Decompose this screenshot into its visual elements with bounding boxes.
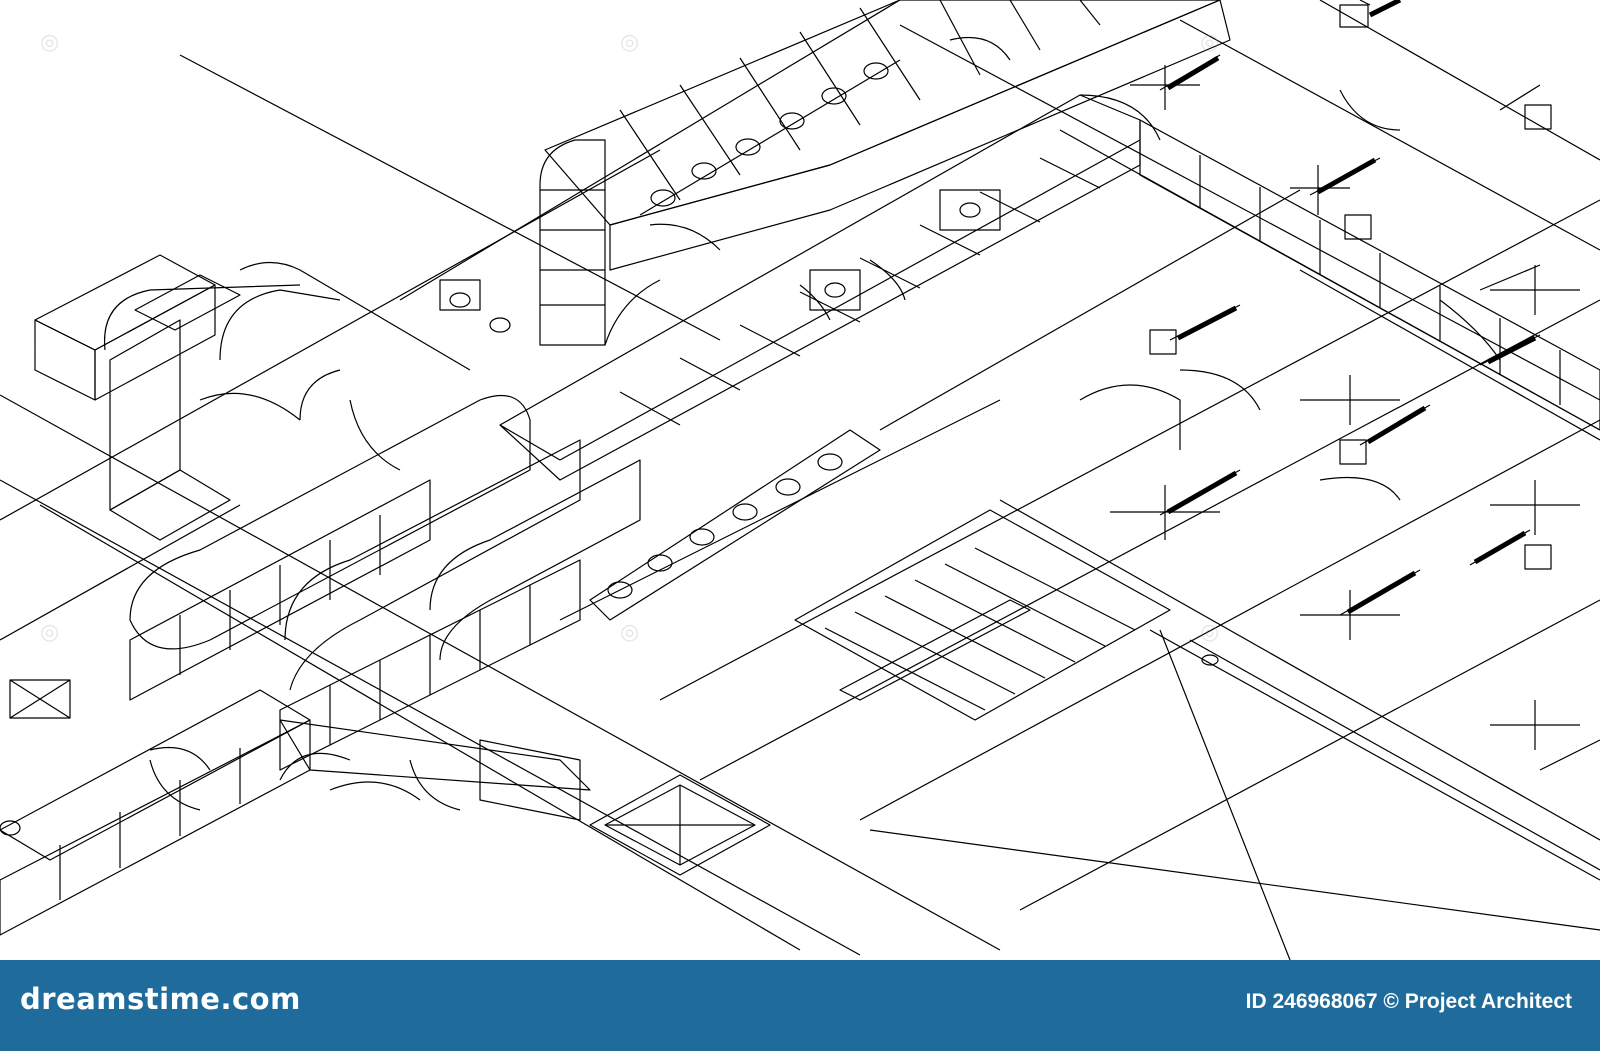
footer-bar: dreamstime.com ID 246968067 © Project Ar… [0, 960, 1600, 1051]
ductwork-line-art [0, 0, 1600, 960]
watermark-mark: ◎ [620, 620, 640, 645]
right-trunk-duct [1139, 119, 1600, 431]
middle-main-duct [499, 94, 1161, 481]
plumbing-fixtures [0, 189, 1219, 836]
brand-logo[interactable]: dreamstime.com [20, 982, 301, 1016]
watermark-mark: ◎ [620, 30, 640, 55]
door-swings [149, 36, 1501, 801]
bottom-left-ducts [0, 689, 591, 936]
lower-diffuser-row [589, 429, 881, 621]
lower-duct-bundle [103, 261, 641, 771]
ceiling-fixture-symbols [1110, 65, 1580, 750]
floor-hatch [9, 679, 771, 876]
upper-diffuser-row [639, 59, 901, 216]
isometric-hvac-drawing: ◎ ◎ ◎ ◎ ◎ ◎ [0, 0, 1600, 960]
watermark-mark: ◎ [40, 620, 60, 645]
watermark-mark: ◎ [1200, 30, 1220, 55]
watermark-mark: ◎ [40, 30, 60, 55]
image-id-credit: ID 246968067 © Project Architect [1245, 990, 1572, 1013]
floor-grid-lines [0, 0, 1600, 960]
watermark-mark: ◎ [1200, 620, 1220, 645]
flex-duct-hoses [1166, 0, 1537, 615]
air-handling-unit [34, 254, 241, 541]
stair-panel [794, 509, 1171, 721]
upper-main-duct [539, 0, 1231, 346]
